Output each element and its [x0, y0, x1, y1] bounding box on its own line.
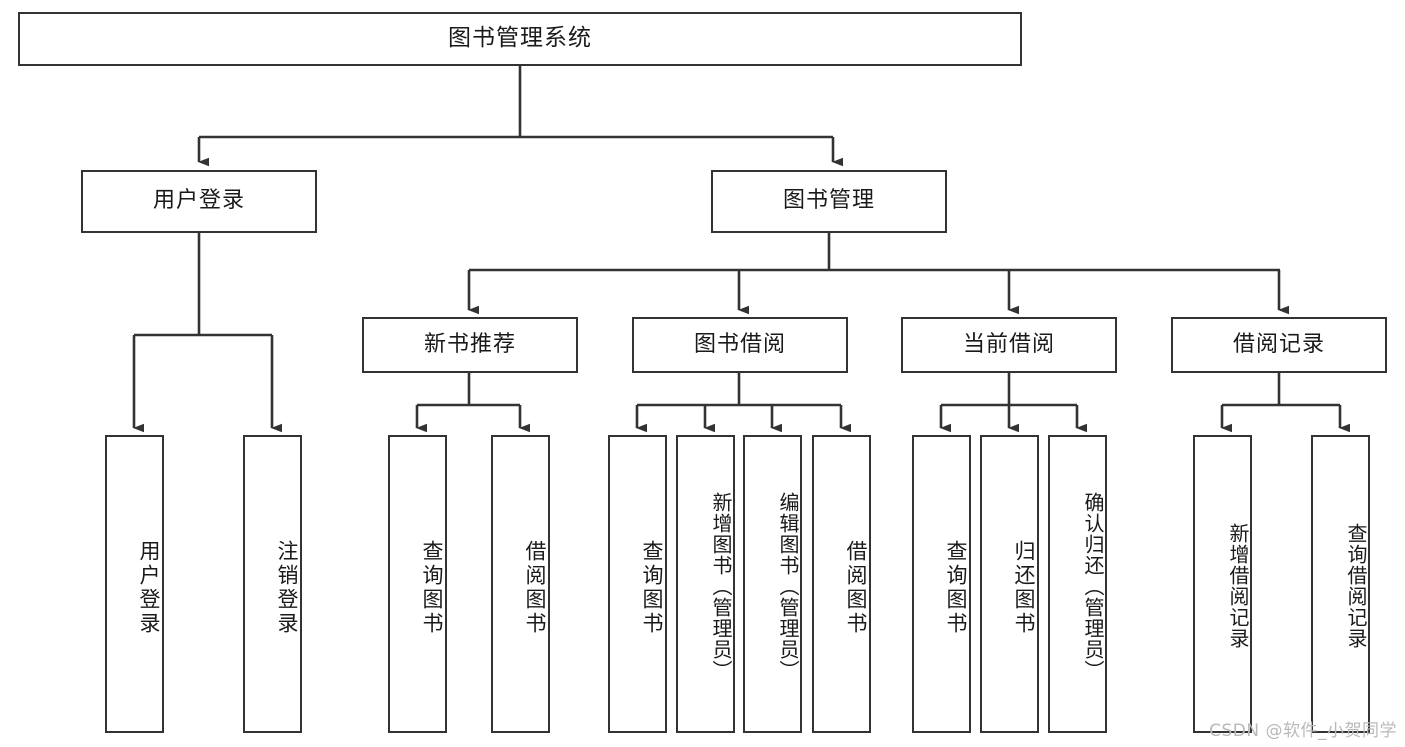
- node-leaf-user-login[interactable]: 用户登录: [105, 435, 164, 733]
- node-leaf-edit-book-admin[interactable]: 编辑图书（管理员）: [743, 435, 802, 733]
- node-root[interactable]: 图书管理系统: [18, 12, 1022, 66]
- node-leaf-query-book-1[interactable]: 查询图书: [388, 435, 447, 733]
- node-leaf-add-borrow-record[interactable]: 新增借阅记录: [1193, 435, 1252, 733]
- node-new-book-recommend[interactable]: 新书推荐: [362, 317, 578, 373]
- csdn-watermark: CSDN @软件_小贺同学: [1209, 721, 1397, 741]
- node-leaf-query-book-2[interactable]: 查询图书: [608, 435, 667, 733]
- node-current-borrow[interactable]: 当前借阅: [901, 317, 1117, 373]
- node-leaf-add-book-admin[interactable]: 新增图书（管理员）: [676, 435, 735, 733]
- node-book-manage[interactable]: 图书管理: [711, 170, 947, 233]
- node-leaf-query-book-3[interactable]: 查询图书: [912, 435, 971, 733]
- node-book-borrow[interactable]: 图书借阅: [632, 317, 848, 373]
- node-leaf-borrow-book-2[interactable]: 借阅图书: [812, 435, 871, 733]
- node-leaf-query-borrow-record[interactable]: 查询借阅记录: [1311, 435, 1370, 733]
- node-leaf-return-book[interactable]: 归还图书: [980, 435, 1039, 733]
- node-user-login[interactable]: 用户登录: [81, 170, 317, 233]
- node-leaf-logout-login[interactable]: 注销登录: [243, 435, 302, 733]
- node-leaf-confirm-return-admin[interactable]: 确认归还（管理员）: [1048, 435, 1107, 733]
- node-borrow-record[interactable]: 借阅记录: [1171, 317, 1387, 373]
- node-leaf-borrow-book-1[interactable]: 借阅图书: [491, 435, 550, 733]
